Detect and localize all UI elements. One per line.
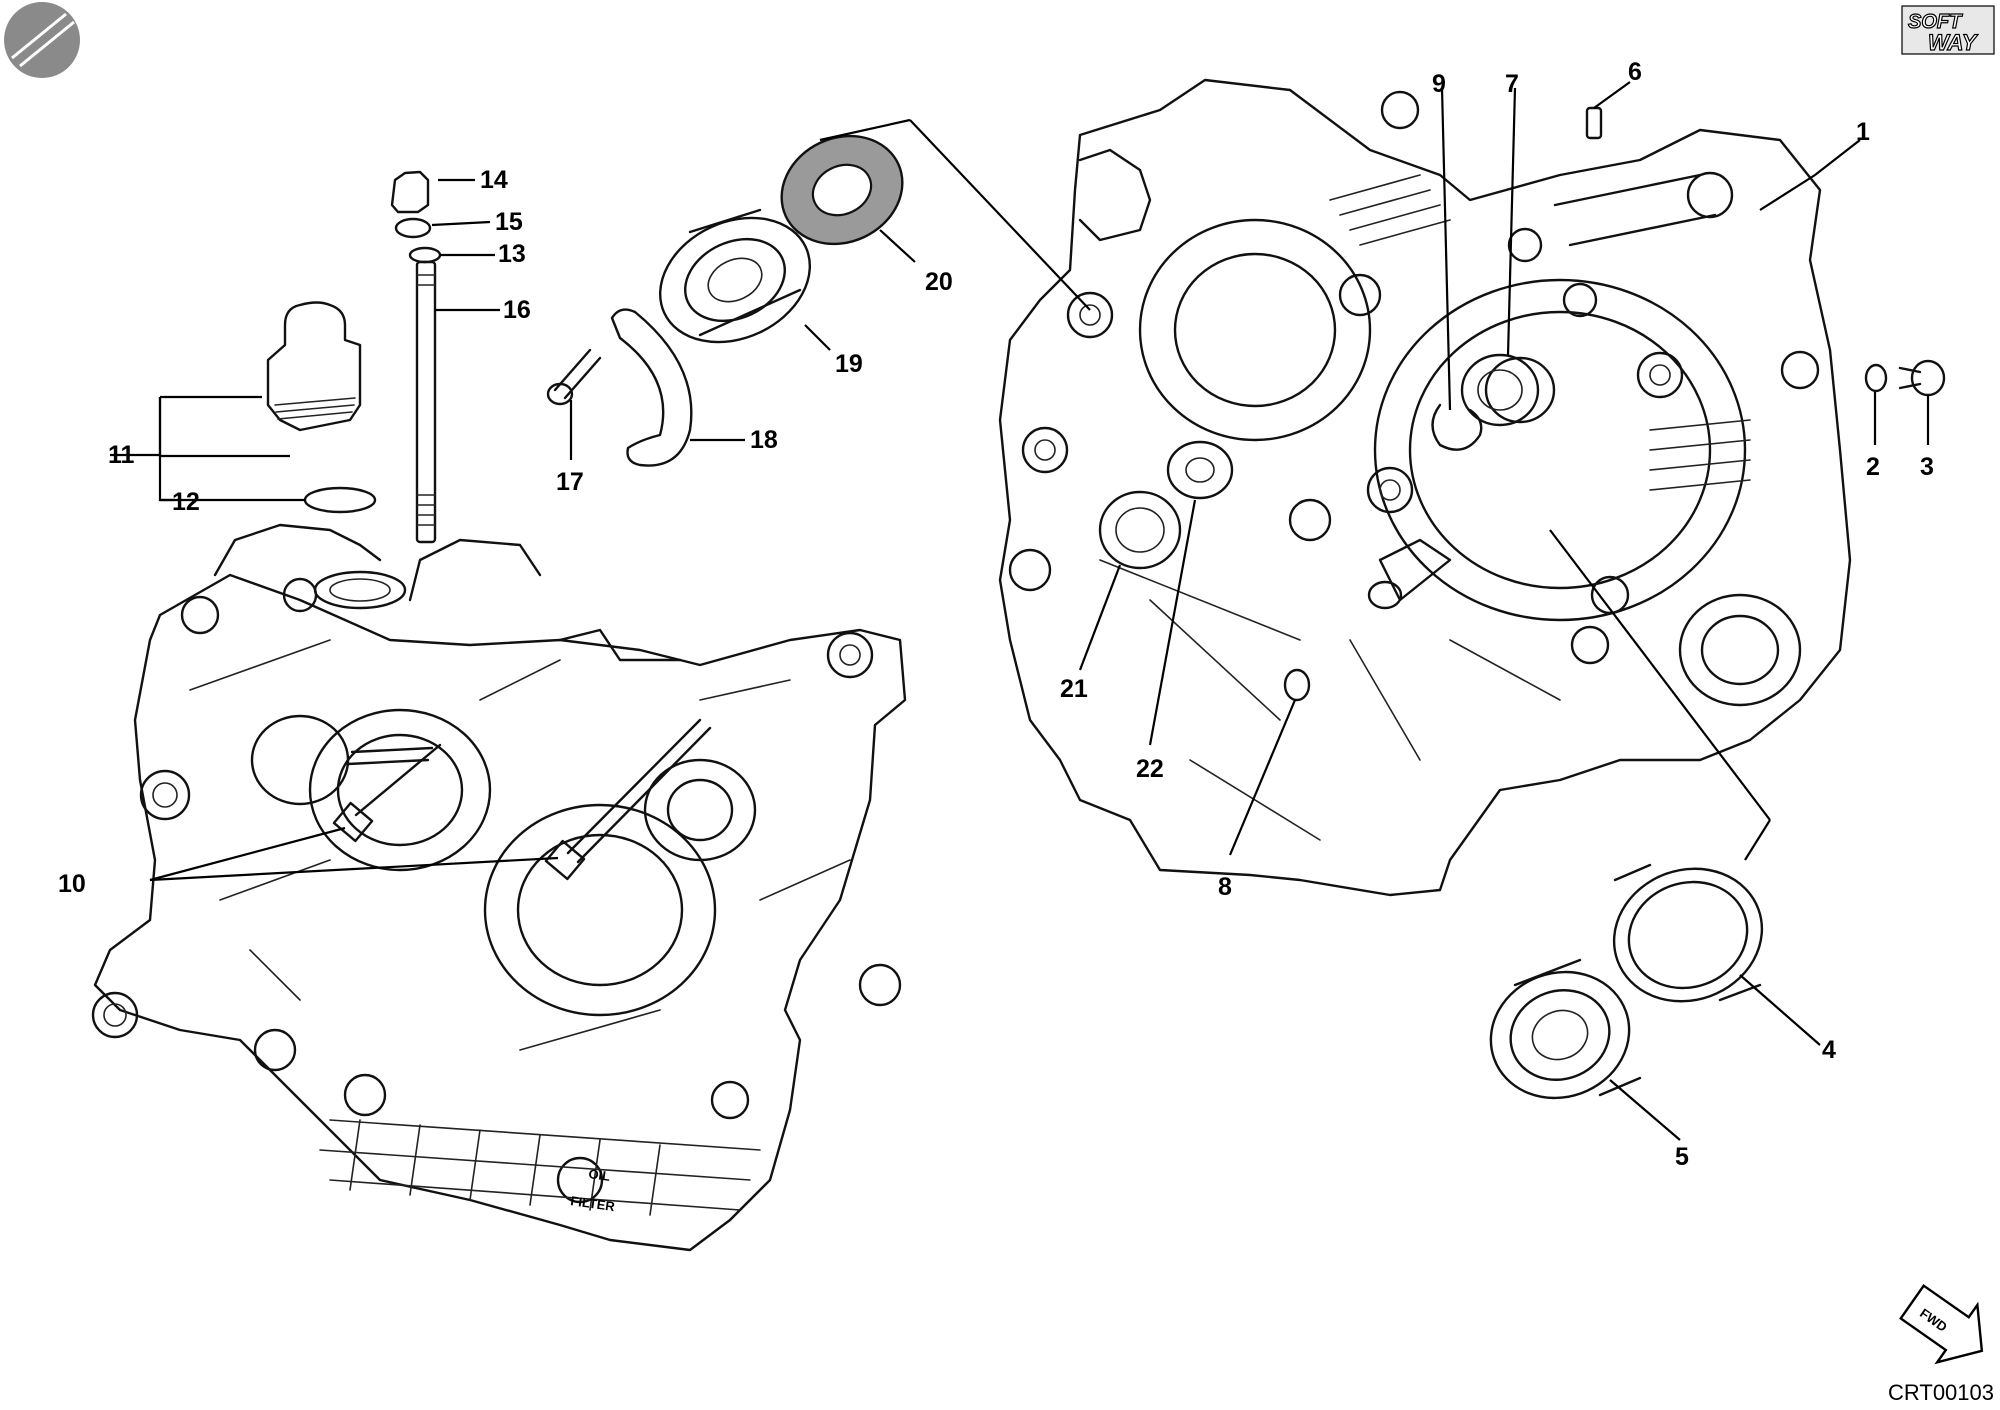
- part-17-screw: [546, 348, 602, 406]
- right-crankcase-half: [998, 78, 1852, 897]
- callout-12: 12: [172, 488, 200, 516]
- callout-2: 2: [1866, 453, 1880, 481]
- part-3-screw: [1898, 359, 1946, 397]
- part-11-oil-filler-cap: [266, 301, 362, 432]
- callout-1: 1: [1856, 118, 1870, 146]
- callout-5: 5: [1675, 1143, 1689, 1171]
- embossed-oil: OIL: [588, 1166, 612, 1184]
- part-21-bearing: [1098, 490, 1182, 570]
- part-4-ring-seal: [1612, 863, 1764, 1003]
- callout-20: 20: [925, 268, 953, 296]
- callout-14: 14: [480, 166, 508, 194]
- fwd-arrow-icon: FWD: [1899, 1284, 1984, 1365]
- callout-21: 21: [1060, 675, 1088, 703]
- part-19-bearing: [658, 208, 812, 344]
- part-18-retaining-plate: [610, 308, 693, 467]
- callout-22: 22: [1136, 755, 1164, 783]
- part-14-nut: [390, 170, 430, 214]
- callout-labels: 1 2 3 4 5 6 7 8 9 10 11 12 13 14 15 16 1…: [58, 58, 1934, 1171]
- embossed-filter: FILTER: [570, 1193, 617, 1214]
- drawing-code: CRT00103: [1888, 1380, 1994, 1405]
- part-16-stud: [415, 260, 437, 544]
- callout-19: 19: [835, 350, 863, 378]
- callout-18: 18: [750, 426, 778, 454]
- callout-4: 4: [1822, 1036, 1836, 1064]
- round-stamp-icon: [4, 2, 80, 78]
- callout-9: 9: [1432, 70, 1446, 98]
- callout-3: 3: [1920, 453, 1934, 481]
- part-12-o-ring: [303, 486, 377, 514]
- part-6-dowel-pin: [1585, 106, 1603, 140]
- callout-13: 13: [498, 240, 526, 268]
- part-5-main-bearing: [1489, 958, 1642, 1100]
- logo-line2: WAY: [1928, 30, 1979, 55]
- callout-8: 8: [1218, 873, 1232, 901]
- callout-17: 17: [556, 468, 584, 496]
- bolt-10b: [544, 718, 712, 881]
- callout-15: 15: [495, 208, 523, 236]
- callout-6: 6: [1628, 58, 1642, 86]
- softway-logo: SOFT WAY: [1901, 5, 1995, 56]
- part-7-bearing: [1460, 353, 1540, 427]
- part-13-o-ring: [408, 246, 442, 264]
- left-crankcase-half: OIL FILTER: [91, 523, 907, 1252]
- callout-16: 16: [503, 296, 531, 324]
- bolt-10a: [332, 743, 442, 843]
- part-8-o-ring: [1283, 668, 1311, 702]
- part-20-oil-seal: [780, 134, 904, 246]
- part-22-seal: [1166, 440, 1234, 500]
- part-2-washer: [1864, 363, 1888, 393]
- part-15-washer: [394, 217, 432, 239]
- logo-line1: SOFT: [1908, 11, 1963, 33]
- callout-7: 7: [1505, 70, 1519, 98]
- callout-11: 11: [108, 441, 135, 469]
- callout-10: 10: [58, 870, 86, 898]
- leader-lines: [110, 81, 1930, 1141]
- part-9-circlip: [1431, 403, 1483, 451]
